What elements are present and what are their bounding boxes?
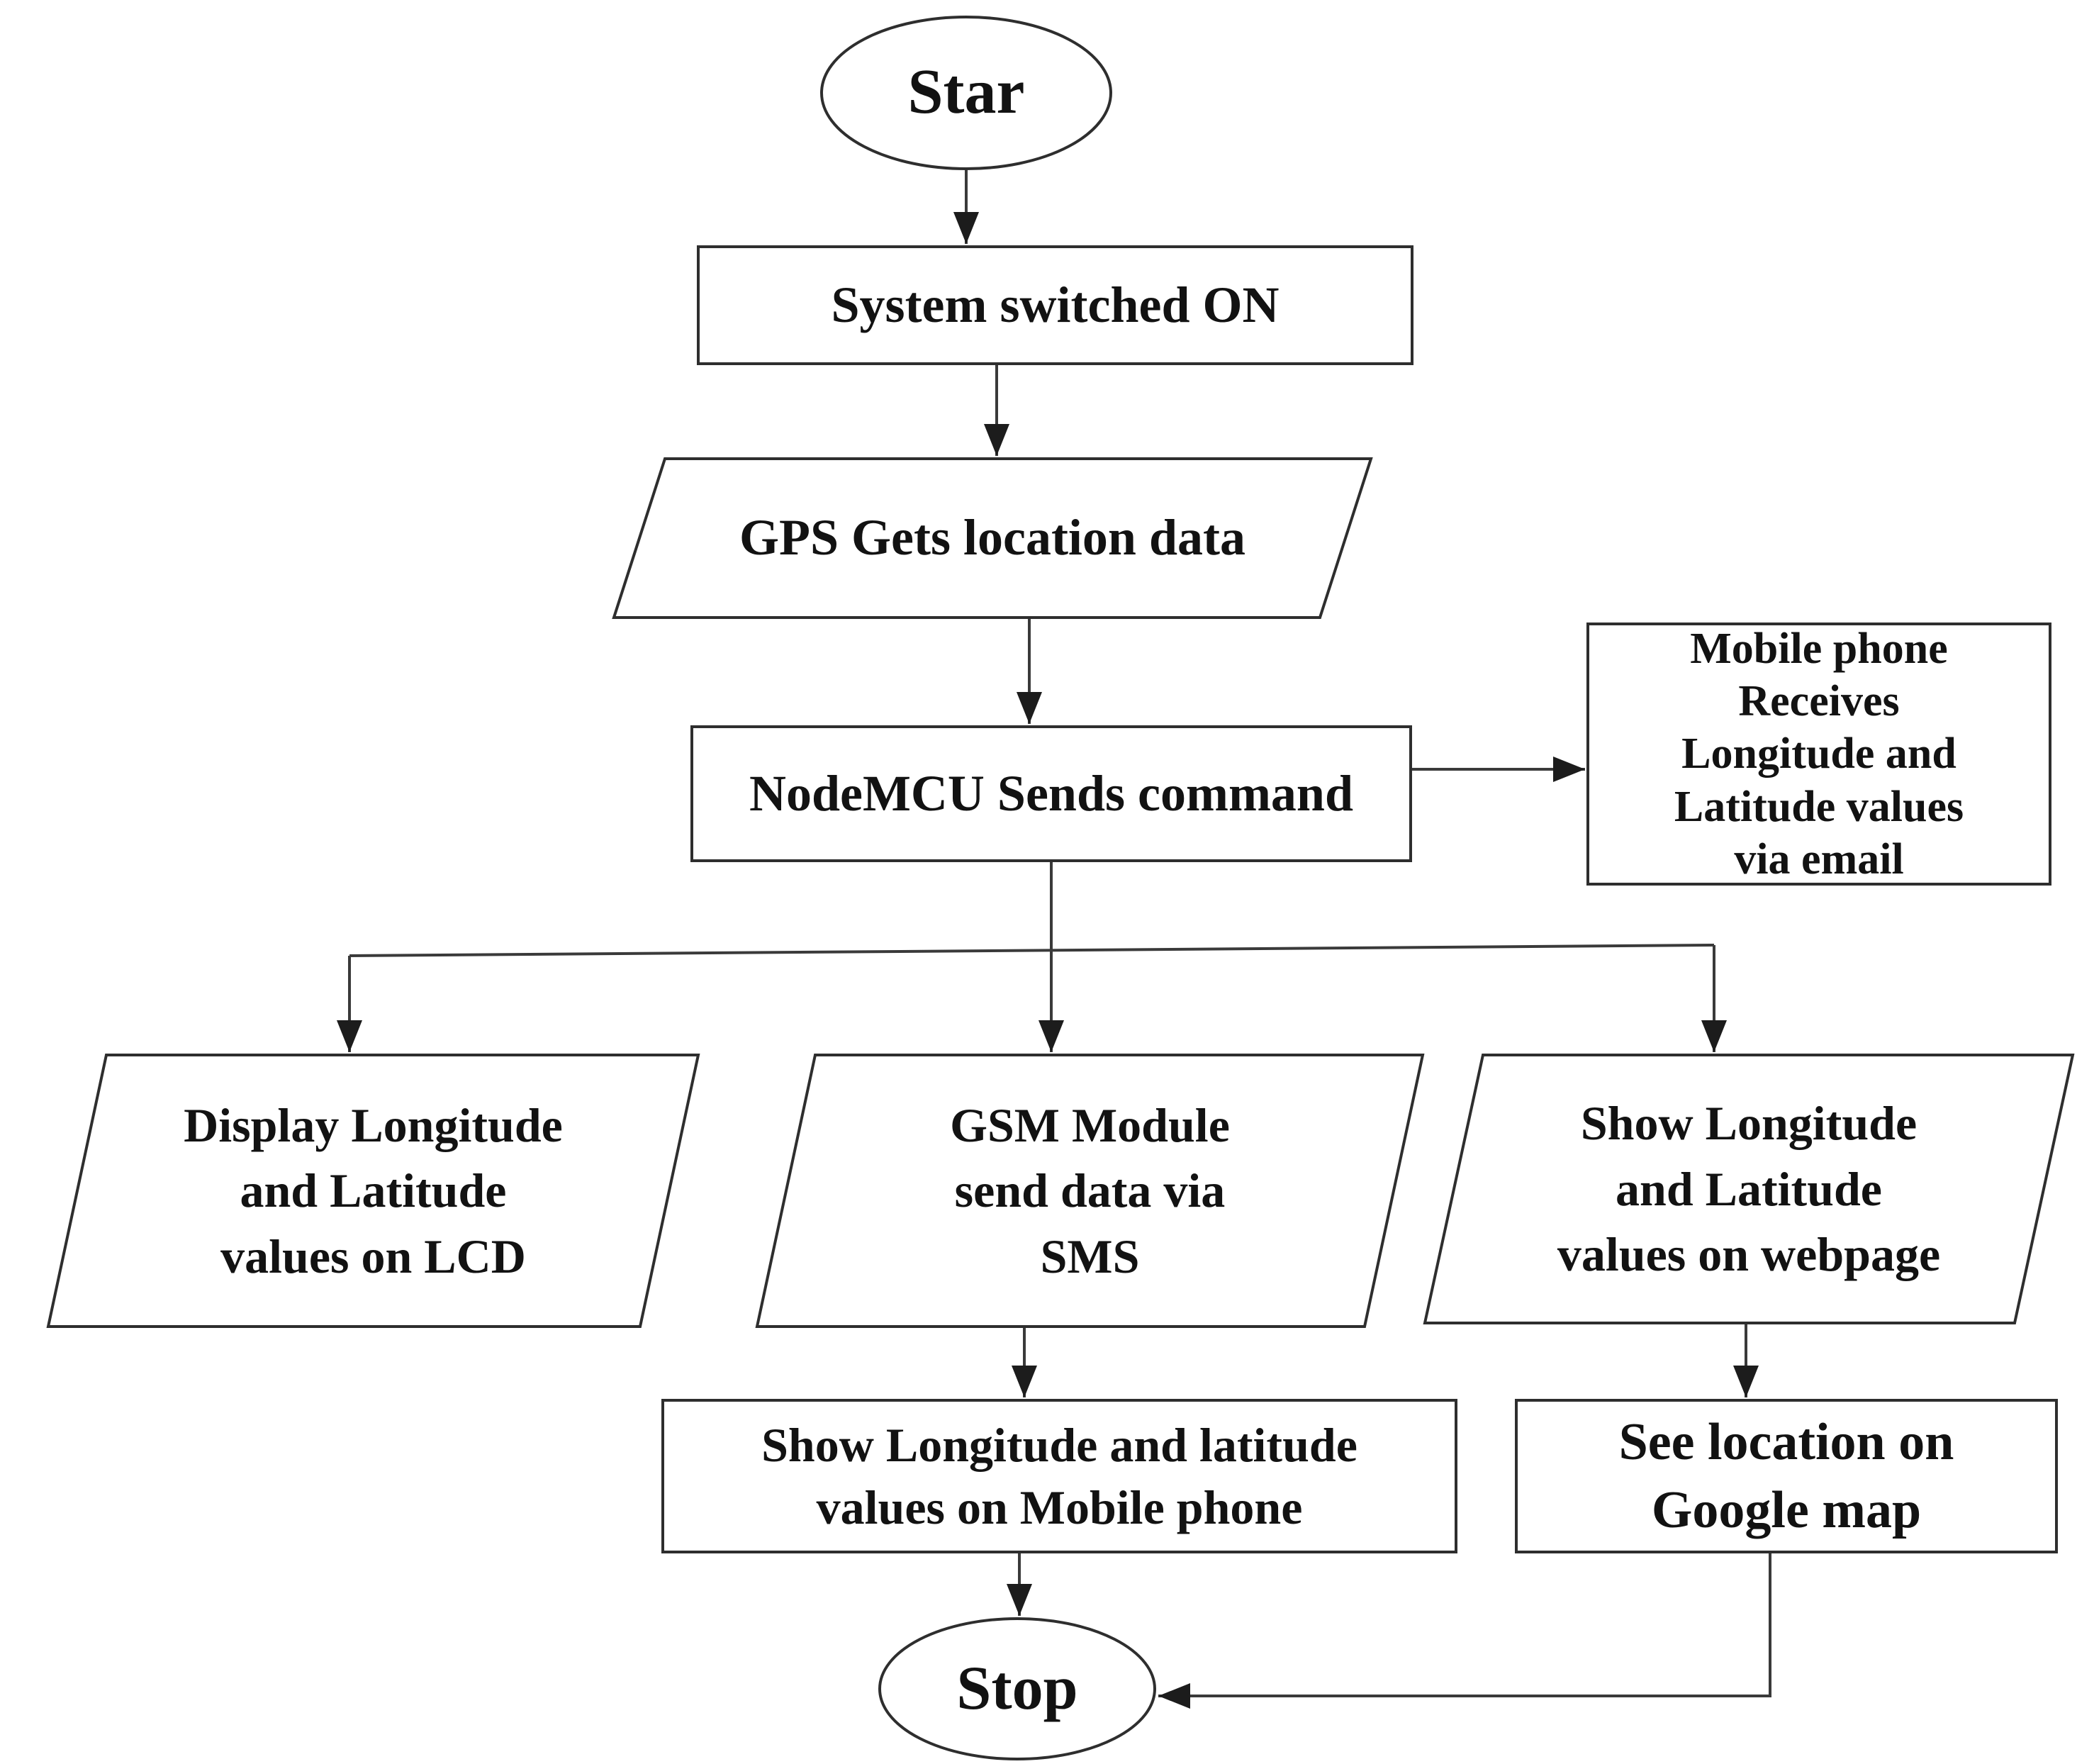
mobile-show-rect: [661, 1399, 1457, 1553]
gsm-sms-parallelogram: [755, 1054, 1425, 1328]
display-lcd-parallelogram: [46, 1054, 700, 1328]
arrow-map-to-stop: [1158, 1552, 1771, 1709]
webpage-parallelogram: [1423, 1054, 2075, 1324]
email-rect: [1586, 623, 2051, 886]
stop-ellipse: [878, 1617, 1156, 1760]
nodemcu-rect: [690, 725, 1412, 862]
system-on-rect: [697, 245, 1413, 365]
google-map-rect: [1515, 1399, 2058, 1553]
branch-line: [349, 944, 1715, 957]
start-ellipse: [820, 16, 1112, 170]
gps-parallelogram: [612, 457, 1373, 619]
